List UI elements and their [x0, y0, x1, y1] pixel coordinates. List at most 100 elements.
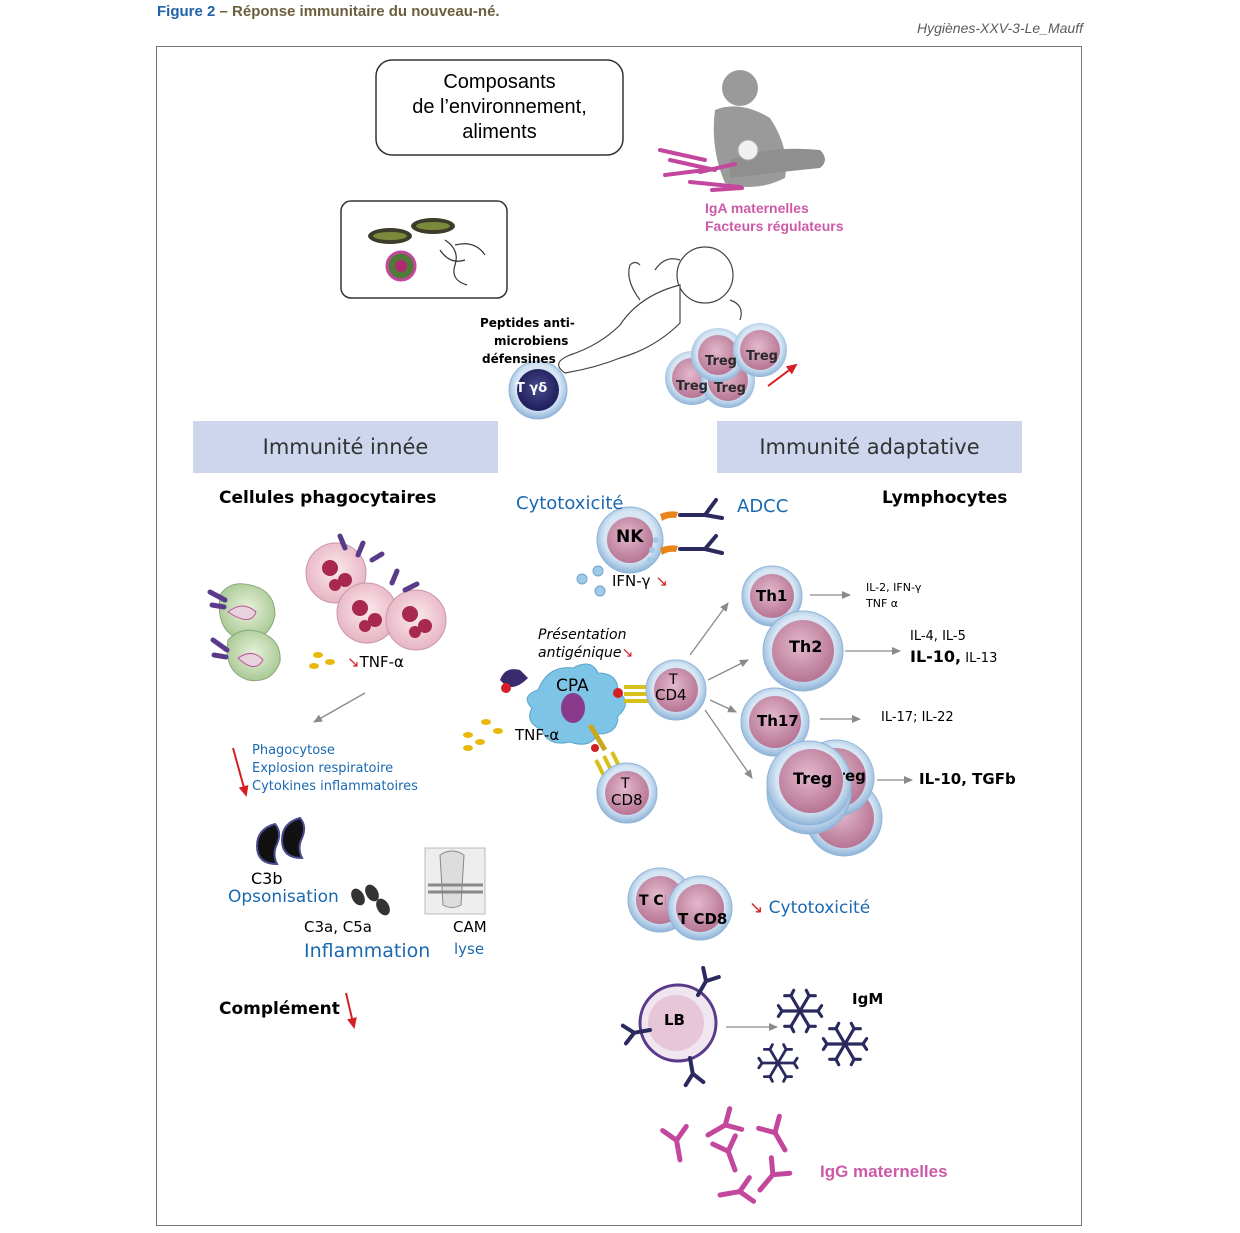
tnf-dots-innate [309, 652, 335, 669]
tgd-label: T γδ [516, 381, 548, 396]
th2-cytokines-1: IL-4, IL-5 [910, 629, 966, 644]
cytotoxicity-nk-label: Cytotoxicité [516, 493, 624, 514]
lyse-label: lyse [454, 940, 485, 958]
presentation-label-1: Présentation [538, 627, 627, 643]
peptides-label-1: Peptides anti- [480, 316, 575, 330]
nk-label: NK [616, 527, 644, 547]
igm-label: IgM [852, 990, 884, 1008]
environment-line-1: Composants [443, 71, 556, 93]
cpa-label: CPA [556, 676, 589, 696]
peptides-label-2: microbiens [494, 334, 569, 348]
maternal-iga-label: IgA maternelles [705, 200, 809, 216]
tcd8-label: T CD8 [678, 910, 728, 928]
effect-inflammatory-cytokines: Cytokines inflammatoires [252, 779, 418, 794]
mother-breastfeeding-icon [713, 70, 825, 187]
treg-cluster-newborn [665, 323, 787, 408]
figure-number: Figure 2 [157, 3, 216, 20]
ifn-dots [576, 565, 606, 597]
th17-cytokines: IL-17; IL-22 [881, 710, 954, 725]
peptides-label-3: défensines [482, 352, 556, 366]
treg-label-3: Treg [676, 379, 708, 394]
treg-back-label: Treg [829, 767, 866, 785]
th2-il13-text: IL-13 [961, 651, 998, 666]
parasite-icon [439, 239, 486, 286]
th2-il10-text: IL-10, [910, 647, 962, 666]
cd8-t-label: T [621, 776, 630, 792]
lb-label: LB [664, 1011, 685, 1029]
environment-line-2: de l’environnement, [412, 96, 587, 118]
presentation-text-2: antigénique [538, 645, 622, 661]
adaptive-immunity-header: Immunité adaptative [717, 421, 1022, 473]
t-gamma-delta-cell [508, 360, 568, 420]
phagocytosis-decrease-arrow [232, 747, 249, 797]
tcd8-cytotoxicity-label: ↘ Cytotoxicité [749, 898, 871, 918]
c3b-icon [255, 816, 306, 866]
inflammation-label: Inflammation [304, 940, 431, 962]
treg-label-1: Treg [705, 354, 737, 369]
treg-cytokines: IL-10, TGFb [919, 770, 1016, 788]
tnf-cpa-label: TNF-α [515, 726, 560, 744]
bacteria-icon [368, 218, 455, 244]
maternal-igg-label: IgG maternelles [820, 1162, 948, 1181]
neutrophil-cells [305, 533, 447, 651]
nk-fc-receptors [660, 511, 678, 555]
ifn-text: IFN-γ [612, 572, 651, 590]
virus-icon [385, 250, 417, 282]
figure-frame [156, 46, 1082, 1226]
tcd8-cytotoxicity-text: Cytotoxicité [768, 898, 871, 918]
b-lymphocyte-cell [638, 983, 718, 1063]
treg-adaptive-label: Treg [793, 769, 833, 788]
cd8-label: CD8 [611, 791, 643, 809]
th1-cytokines-1: IL-2, IFN-γ [866, 581, 922, 594]
opsonisation-label: Opsonisation [228, 887, 339, 907]
figure-title: Figure 2 – Réponse immunitaire du nouvea… [157, 3, 500, 20]
th2-cytokines-2: IL-10, IL-13 [910, 647, 998, 667]
cd4-label: CD4 [655, 686, 687, 704]
th2-label: Th2 [789, 637, 823, 656]
tnf-innate-text: TNF-α [359, 653, 404, 671]
treg-increase-arrow [767, 363, 798, 387]
th2-cell [762, 610, 844, 692]
cd4-t-label: T [669, 672, 678, 688]
cd4-differentiation-arrows [689, 602, 753, 779]
lymphocytes-title: Lymphocytes [882, 488, 1008, 508]
figure-credit: Hygiènes-XXV-3-Le_Mauff [916, 20, 1083, 36]
treg-cluster-adaptive [766, 739, 883, 857]
ifn-label: IFN-γ ↘ [612, 572, 668, 590]
effect-respiratory-burst: Explosion respiratoire [252, 761, 394, 776]
tnf-dots-cpa [463, 719, 503, 751]
environment-box [375, 59, 624, 156]
th1-label: Th1 [756, 587, 788, 605]
th17-label: Th17 [757, 712, 799, 730]
innate-immunity-header: Immunité innée [193, 421, 498, 473]
regulatory-factors-label: Facteurs régulateurs [705, 218, 844, 234]
newborn-icon [558, 246, 742, 374]
c3b-label: C3b [251, 869, 283, 888]
adcc-label: ADCC [737, 496, 789, 517]
maternal-iga-icon [658, 148, 744, 192]
t-cd4-cell [645, 659, 707, 721]
nk-cell [596, 506, 664, 574]
figure-caption: – Réponse immunitaire du nouveau-né. [215, 3, 500, 20]
c3a-c5a-icon [351, 884, 390, 916]
treg-label-4: Treg [714, 381, 746, 396]
th17-cell [740, 687, 810, 757]
complement-label: Complément [219, 999, 340, 1019]
phagocyte-effect-arrow [313, 692, 366, 723]
cam-label: CAM [453, 918, 487, 936]
tcd8-back-label: T CD [639, 893, 676, 909]
igm-pentamers [757, 988, 869, 1083]
effect-phagocytosis: Phagocytose [252, 743, 335, 758]
maternal-igg-icon [663, 1109, 796, 1207]
phagocytes-title: Cellules phagocytaires [219, 488, 437, 508]
monocyte-cells [207, 583, 281, 682]
th1-cytokines-2: TNF α [866, 597, 899, 610]
cam-membrane-complex-icon [424, 847, 486, 915]
environment-line-3: aliments [462, 121, 537, 143]
presentation-label-2: antigénique↘ [538, 645, 634, 661]
tcd8-pair-cells [627, 867, 733, 941]
tnf-innate-label: ↘TNF-α [347, 653, 404, 671]
complement-decrease-arrow [345, 992, 357, 1029]
cpa-dendritic-cell [500, 663, 654, 752]
